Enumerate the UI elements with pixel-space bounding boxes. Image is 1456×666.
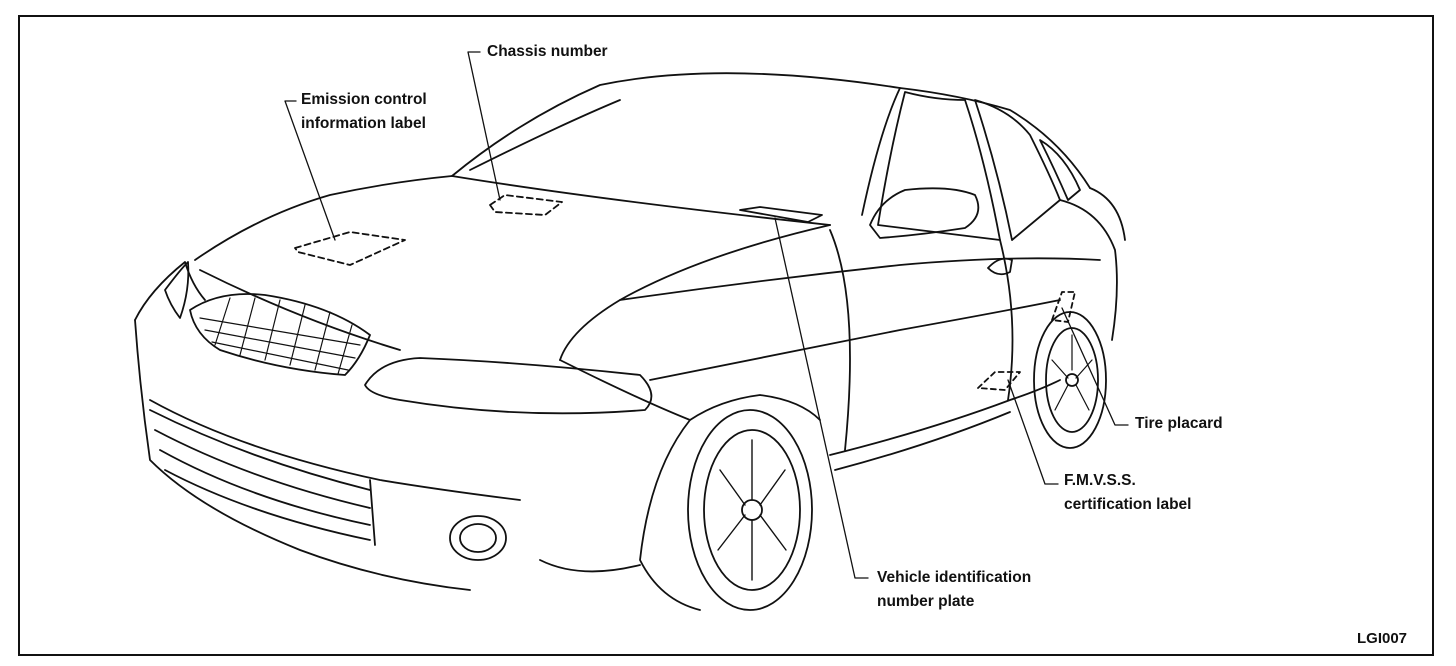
front-skirt (539, 559, 641, 573)
front-face (134, 319, 471, 591)
fog-light (449, 515, 507, 561)
rocker-line (829, 379, 1061, 456)
vin-leader (774, 217, 869, 579)
hood-right (559, 224, 831, 361)
front-tire (687, 409, 813, 611)
chassis-number-location (489, 194, 563, 216)
side-mirror (869, 187, 980, 239)
chassis-number-label: Chassis number (487, 43, 608, 60)
rear-fender (1059, 199, 1118, 341)
hood-crease (199, 269, 401, 351)
emission-leader (284, 100, 336, 241)
front-door-window (877, 91, 1001, 241)
front-rim (703, 429, 801, 591)
body-side-upper (619, 257, 1101, 301)
emission-label-location (294, 231, 406, 266)
rear-rim (1045, 327, 1099, 433)
bumper-line (149, 399, 521, 501)
door-handle (987, 257, 1013, 276)
fmvss-leader (1007, 379, 1059, 485)
headlight (364, 357, 653, 415)
body-side-crease (649, 299, 1061, 381)
rear-quarter-window (1039, 139, 1081, 201)
rear-hub (1065, 373, 1079, 387)
rear-door-window (974, 99, 1061, 241)
vin-plate-location (739, 206, 823, 223)
lower-intake-3 (159, 449, 371, 526)
lower-intake-4 (164, 469, 371, 541)
front-wheel-arch (639, 419, 701, 611)
hood-outline (194, 175, 453, 261)
headlight-left (164, 261, 190, 319)
rear-spokes (1051, 334, 1093, 411)
fmvss-certification-label: F.M.V.S.S.certification label (1064, 472, 1192, 513)
tire-placard-label: Tire placard (1135, 415, 1223, 432)
windshield-inner (469, 99, 621, 171)
grille-outline (189, 293, 371, 376)
front-door-edge (829, 229, 851, 451)
rear-bumper (1089, 187, 1126, 241)
front-bumper-top (134, 261, 206, 321)
tire-leader (1061, 307, 1129, 426)
fog-light-inner (459, 523, 497, 553)
grille-mesh (199, 297, 361, 375)
front-spokes (717, 439, 787, 581)
fmvss-label-location (977, 371, 1021, 391)
a-pillar (861, 87, 901, 216)
lower-intake-2 (154, 429, 371, 509)
tire-placard-location (1051, 291, 1076, 323)
windshield-base (451, 175, 831, 226)
intake-divider (369, 479, 376, 546)
front-fender (559, 359, 821, 421)
figure-code: LGI007 (1357, 630, 1408, 647)
roof-line (451, 72, 1091, 189)
lower-intake-1 (149, 409, 371, 491)
front-hub (741, 499, 763, 521)
figure-frame (18, 15, 1434, 656)
rocker-lower (834, 411, 1011, 471)
chassis-leader (467, 51, 501, 201)
